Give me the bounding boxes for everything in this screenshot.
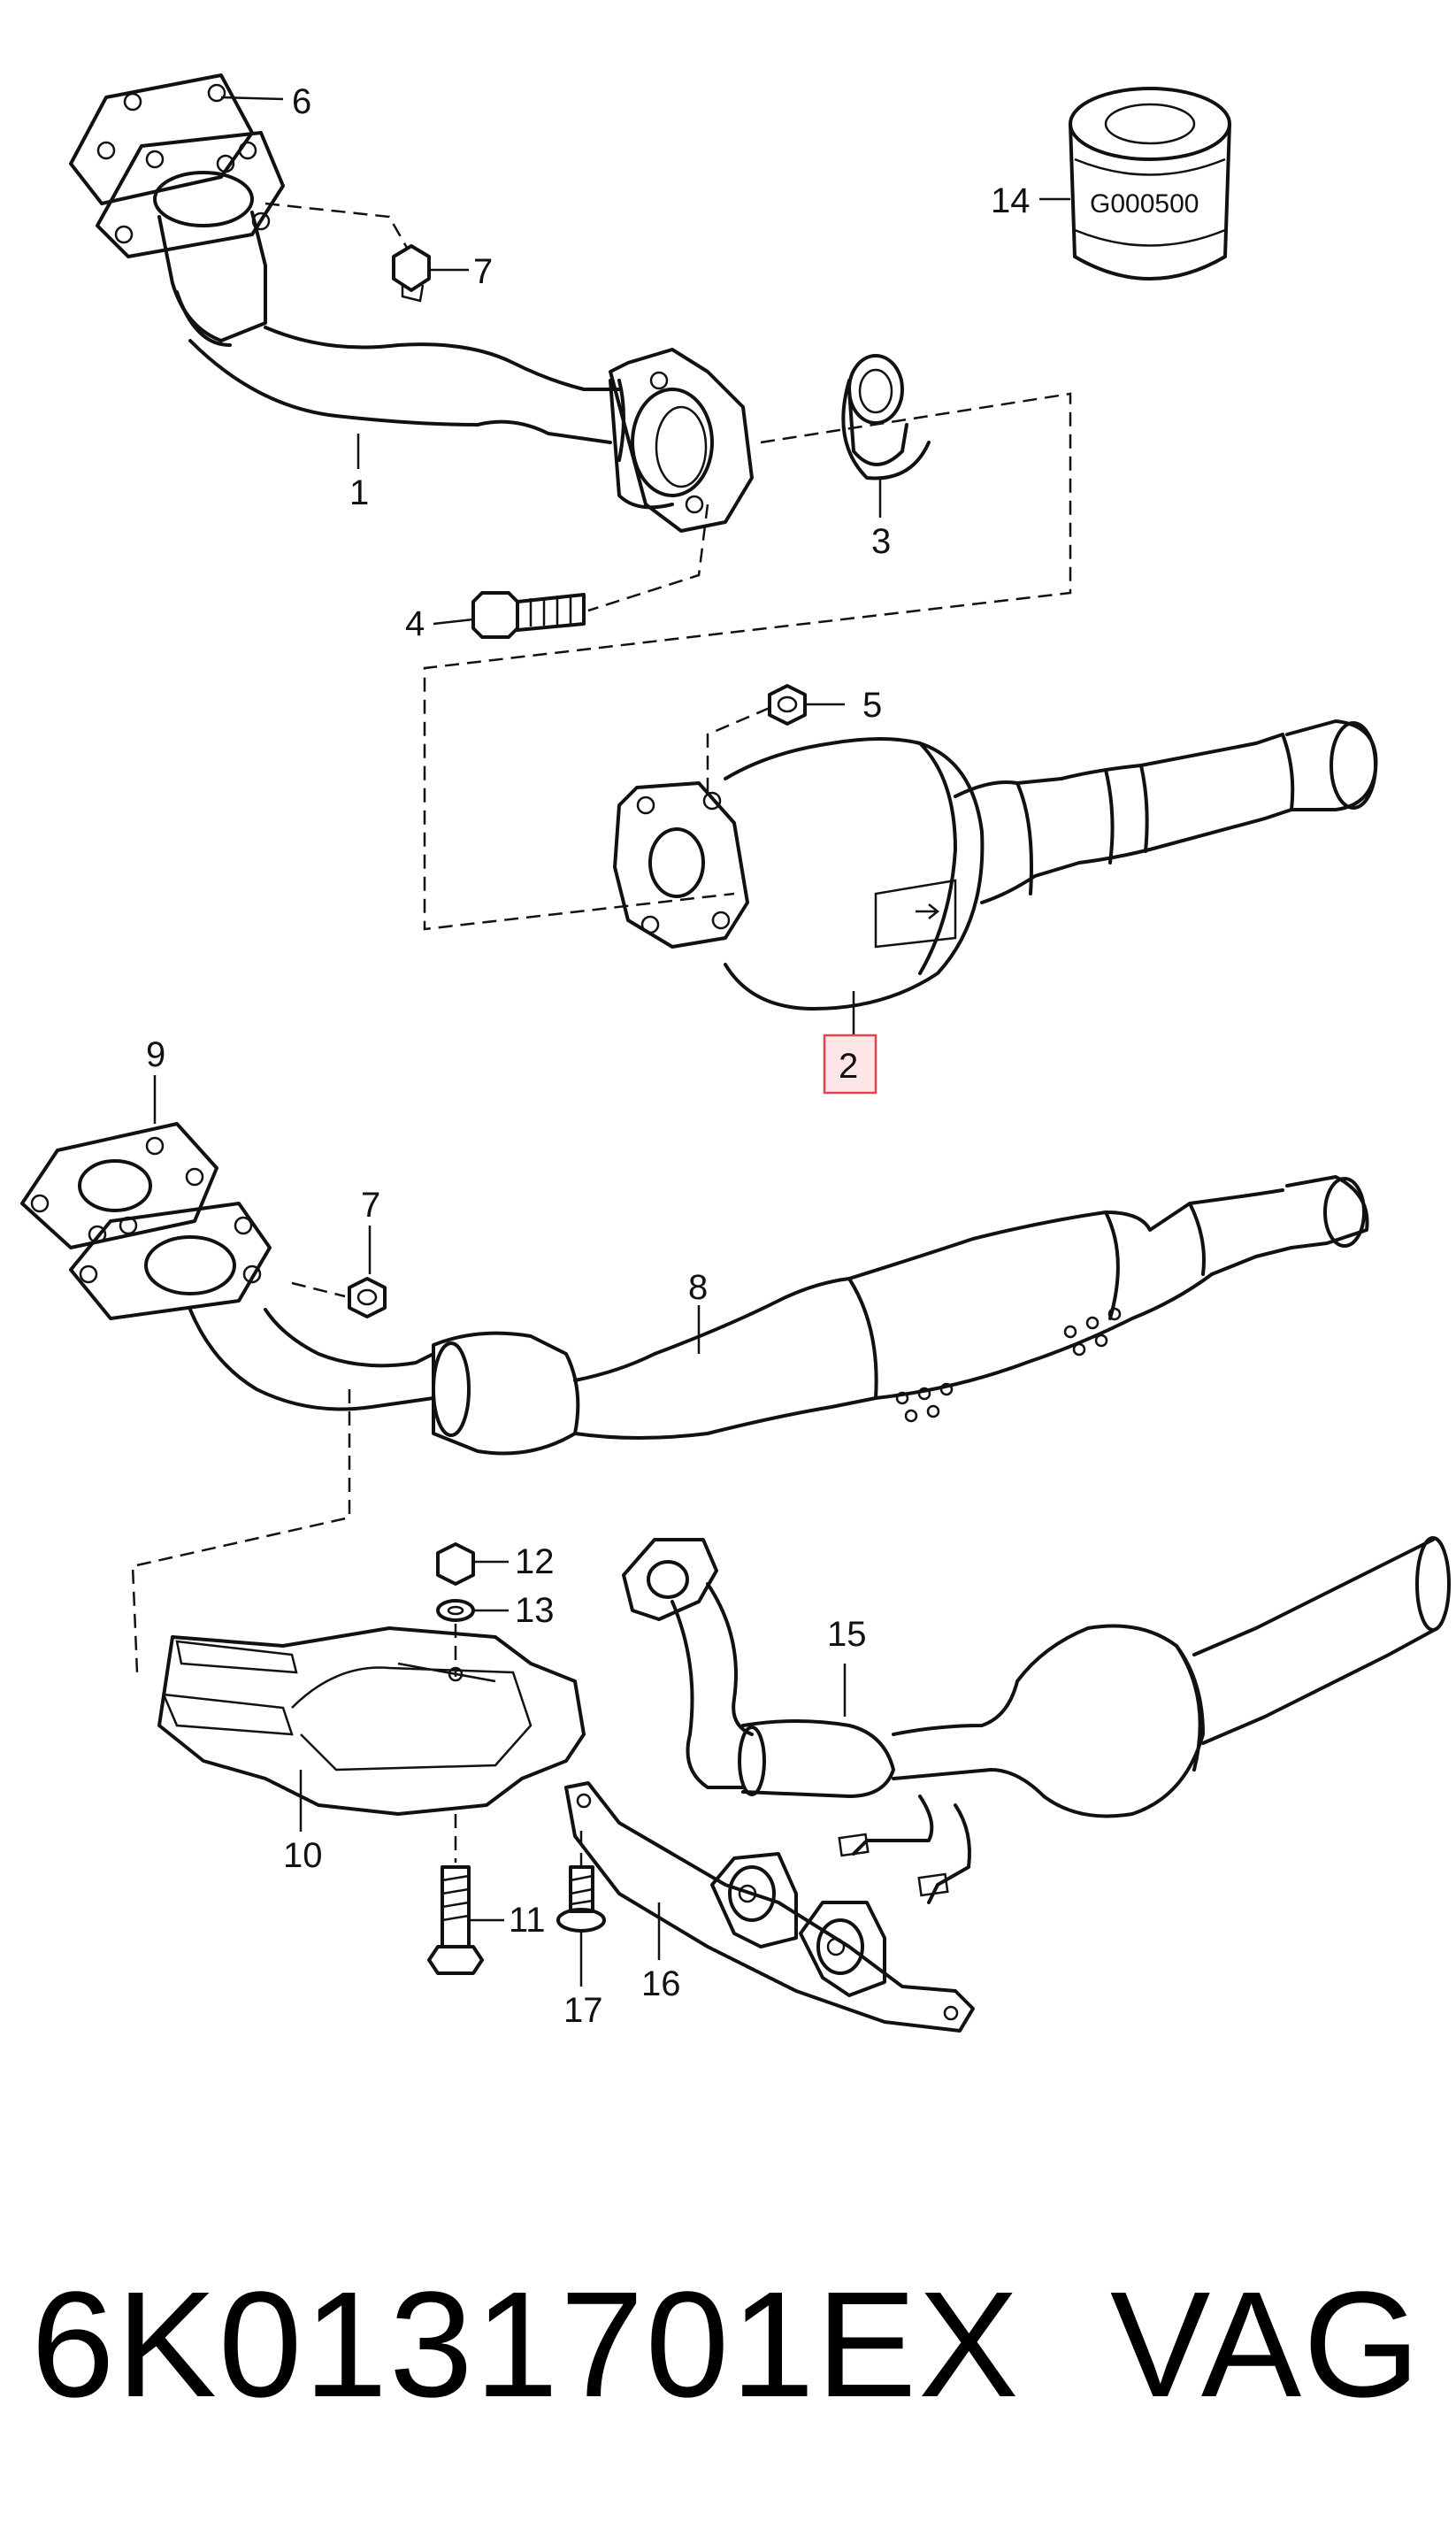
part-15-pipe-catalyst [622,1536,1451,1904]
callout-4: 4 [405,604,425,643]
part-11-bolt [427,1865,484,1975]
callout-16: 16 [641,1964,681,2003]
part-5-nut [768,684,807,726]
callout-12: 12 [515,1542,555,1581]
part-10-heat-shield [157,1626,586,1816]
part-7-nut-top [392,244,431,303]
part-17-bolt [556,1865,606,1933]
part-9-gasket [20,1122,218,1249]
callout-9: 9 [146,1035,165,1074]
part-12-nut [436,1542,475,1586]
callout-labels: 6 7 1 3 4 5 2 14 9 7 8 12 13 15 10 11 16… [146,82,1031,2030]
part-14-marking: G000500 [1090,189,1199,219]
callout-17: 17 [563,1991,603,2030]
callout-14: 14 [991,181,1031,220]
part-7-nut-middle [348,1277,387,1318]
callout-1: 1 [349,473,369,512]
part-number-text: 6K0131701EX [31,2261,1021,2429]
part-4-bolt [471,591,586,639]
callout-11: 11 [509,1901,546,1940]
callout-7-top: 7 [473,252,493,291]
callout-15: 15 [827,1615,867,1654]
callout-10: 10 [283,1836,323,1875]
leader-lines [153,96,1070,1987]
part-1-front-pipe [96,131,754,533]
brand-text: VAG [1110,2261,1422,2429]
part-8-front-pipe-catalyst [69,1175,1369,1456]
assembly-dash-lines [131,202,1072,1867]
highlight-box [823,1034,877,1095]
part-14-sleeve: G000500 [1069,87,1231,281]
callout-7-middle: 7 [361,1186,380,1225]
part-2-catalytic-converter [613,719,1378,1011]
callout-6: 6 [292,82,311,121]
callout-5: 5 [862,686,882,725]
callout-2: 2 [839,1047,858,1086]
footer-caption: 6K0131701EX VAG [0,2265,1456,2425]
part-16-bracket [564,1781,975,2033]
callout-8: 8 [688,1268,708,1307]
callout-13: 13 [515,1591,555,1630]
part-3-bushing [841,354,931,480]
part-13-washer [436,1599,475,1622]
callout-3: 3 [871,522,891,561]
